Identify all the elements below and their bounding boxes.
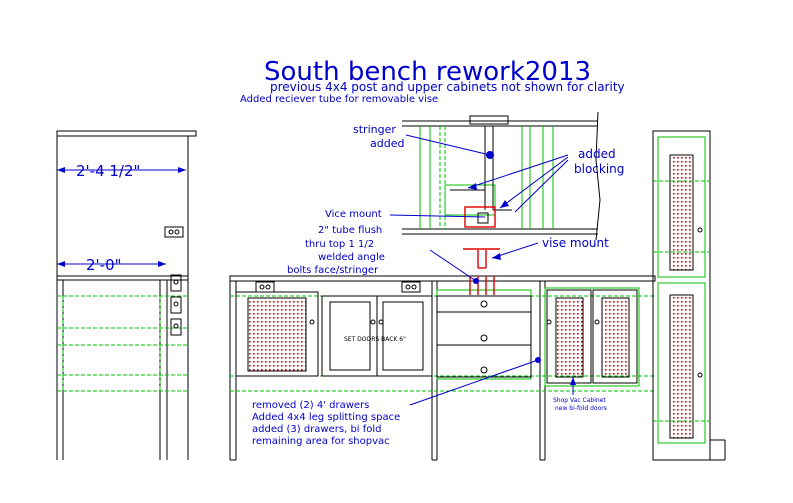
removed-note-1: removed (2) 4' drawers [252,400,369,411]
outlet-icon [164,226,184,238]
label-blocking: blocking [574,162,624,176]
left-side-view [56,130,197,460]
pegboard-panel [669,294,694,439]
dimension-label-top: 2'-4 1/2" [76,162,140,180]
subtitle-note: previous 4x4 post and upper cabinets not… [270,80,625,94]
outlet-icon [255,281,275,293]
label-stringer: stringer [353,123,396,136]
shopvac-note-2: new bi-fold doors [555,405,607,412]
pegboard-panel [555,297,584,378]
pegboard-panel [247,297,307,372]
label-vise-mount: vise mount [542,236,609,250]
leader-lines [389,134,576,406]
outlet-icon [170,318,182,336]
shopvac-note-1: Shop Vac Cabinet [553,397,606,404]
vice-note-4: welded angle [318,252,385,263]
vice-note-3: thru top 1 1/2 [305,239,374,250]
vice-note-5: bolts face/stringer [287,265,379,276]
vise-detail [402,111,601,295]
outlet-icon [401,281,421,293]
subtitle-note-2: Added reciever tube for removable vise [240,94,438,105]
removed-note-2: Added 4x4 leg splitting space [252,412,400,423]
right-tall-cabinet [652,130,726,461]
removed-note-3: added (3) drawers, bi fold [252,424,382,435]
front-view [229,275,656,461]
vice-note-1: Vice mount [325,209,382,220]
pegboard-panel [601,297,630,378]
dimension-label-bottom: 2'-0" [86,256,122,274]
outlet-icon [170,274,182,292]
drawing-title: South bench rework2013 [264,57,591,87]
pegboard-panel [669,154,694,271]
set-doors-note: SET DOORS BACK 6" [344,336,406,343]
label-added: added [578,147,616,161]
vice-note-2: 2" tube flush [318,225,382,236]
outlet-icon [170,296,182,314]
label-stringer-added: added [370,137,404,150]
removed-note-4: remaining area for shopvac [252,436,390,447]
